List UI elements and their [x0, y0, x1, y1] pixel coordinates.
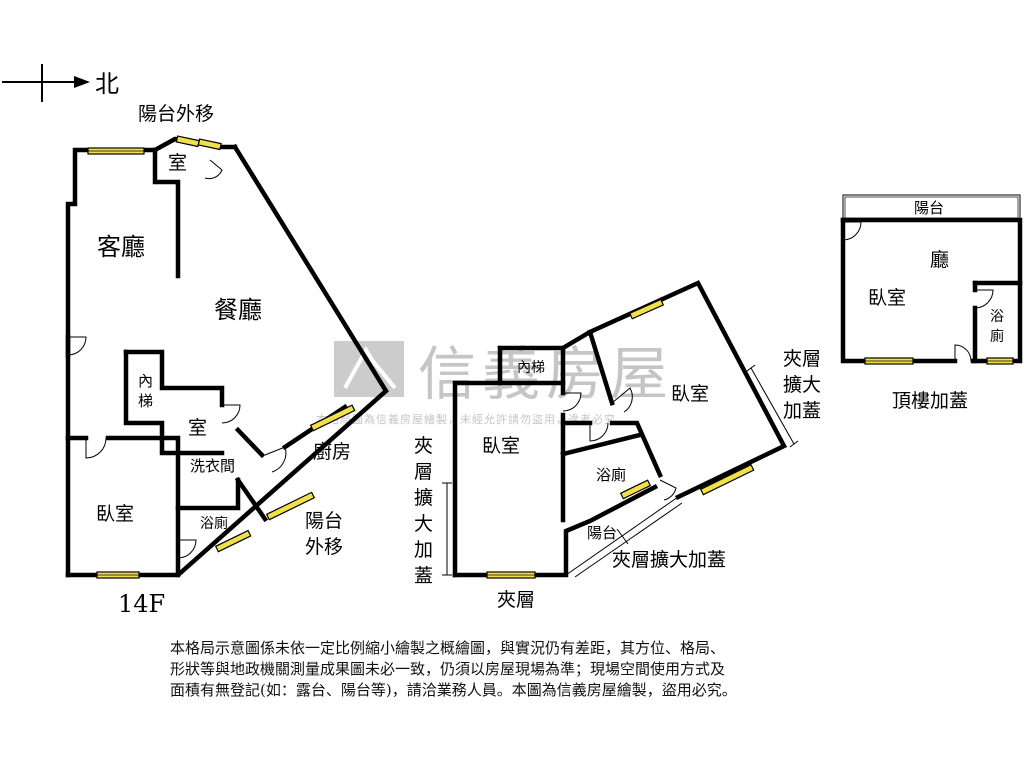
window: [87, 147, 145, 155]
disclaimer-line: 面積有無登記(如：露台、陽台等)，請洽業務人員。本圖為信義房屋繪製，盜用必究。: [170, 681, 737, 699]
window: [175, 135, 200, 148]
extension-bottom-label: 夾層擴大加蓋: [612, 549, 726, 571]
watermark-notice: 本格局圖為信義房屋繪製，未經允許請勿盜用，違者必究: [316, 412, 616, 426]
disclaimer-note: 本格局示意圖係未依一定比例縮小繪製之概繪圖，與實況仍有差距，其方位、格局、 形狀…: [170, 638, 870, 701]
mezzanine-caption: 夾層: [497, 589, 535, 611]
window: [986, 357, 1014, 365]
kitchen-label: 廚房: [313, 440, 351, 463]
bedroom-left-label: 臥室: [482, 435, 520, 457]
balcony-edge: [574, 502, 683, 578]
laundry-label: 洗衣間: [190, 457, 235, 475]
svg-text:夾: 夾: [414, 435, 433, 457]
svg-text:加蓋: 加蓋: [783, 400, 821, 422]
wall: [105, 435, 181, 578]
svg-text:擴大: 擴大: [783, 374, 821, 396]
room-label: 室: [188, 417, 207, 439]
door: [954, 344, 972, 362]
disclaimer-line: 形狀等與地政機關測量成果圖未必一致，仍須以房屋現場為準；現場空間使用方式及: [170, 660, 726, 678]
wall: [587, 329, 615, 406]
inner-stair-label-1: 內: [138, 372, 153, 390]
inner-stair-label: 內梯: [517, 360, 545, 376]
bedroom-right-label: 臥室: [671, 383, 709, 405]
door: [204, 159, 223, 180]
window: [197, 138, 222, 151]
north-label: 北: [95, 70, 119, 98]
wall: [609, 420, 663, 478]
svg-text:層: 層: [414, 461, 433, 483]
svg-text:夾層: 夾層: [783, 348, 821, 370]
wall: [840, 217, 958, 364]
window: [699, 463, 755, 496]
svg-text:大: 大: [414, 513, 433, 535]
watermark-brand: 信義房屋: [418, 340, 674, 408]
door: [221, 404, 241, 424]
hall-label: 廳: [930, 249, 949, 271]
north-arrow: 北: [2, 64, 119, 102]
bathroom-label-2: 廁: [990, 328, 1004, 345]
door: [264, 446, 287, 473]
window: [96, 571, 140, 579]
watermark: 信義房屋 本格局圖為信義房屋繪製，未經允許請勿盜用，違者必究: [316, 340, 674, 426]
dimension-line: [442, 482, 452, 576]
door: [177, 539, 197, 559]
window: [628, 298, 665, 320]
dining-room-label: 餐廳: [214, 296, 262, 324]
balcony-label: 陽台: [914, 199, 944, 217]
door: [589, 422, 609, 442]
wall: [234, 476, 269, 523]
rooftop-caption: 頂樓加蓋: [892, 390, 968, 412]
leader-line: [616, 528, 629, 545]
extension-vertical-right-label: 夾層 擴大 加蓋: [783, 348, 821, 422]
window: [486, 571, 536, 579]
floor-14f-plan: 陽台外移 室 客廳 餐廳 內 梯 室 洗衣間 廚房 臥室 浴廁 陽台 外移 14…: [65, 103, 389, 618]
living-room-label: 客廳: [97, 233, 145, 261]
window: [265, 491, 316, 521]
dimension-line: [746, 364, 799, 448]
door: [974, 289, 994, 309]
wall: [452, 280, 788, 578]
small-room-top-label: 室: [168, 152, 187, 174]
wall: [152, 147, 181, 279]
bedroom-label: 臥室: [868, 287, 906, 309]
window: [619, 479, 652, 500]
door: [842, 221, 862, 241]
disclaimer-line: 本格局示意圖係未依一定比例縮小繪製之概繪圖，與實況仍有差距，其方位、格局、: [170, 639, 726, 657]
door: [244, 439, 263, 456]
door: [562, 392, 582, 412]
window: [309, 404, 356, 432]
floor-14f-caption: 14F: [118, 590, 165, 618]
rooftop-plan: 陽台 廳 臥室 浴 廁 頂樓加蓋: [840, 194, 1023, 412]
bathroom-label: 浴廁: [596, 466, 626, 484]
window: [864, 357, 914, 365]
door: [659, 479, 677, 501]
mezzanine-plan: 內梯 臥室 臥室 浴廁 陽台 夾層擴大加蓋 夾層 夾 層 擴 大 加 蓋 夾層 …: [414, 280, 821, 611]
balcony-move-top-label: 陽台外移: [138, 103, 214, 125]
balcony-label: 陽台: [587, 524, 617, 542]
window: [214, 529, 252, 553]
balcony-move-side-label-1: 陽台: [305, 510, 343, 532]
wall: [497, 345, 566, 386]
wall: [175, 477, 241, 511]
wall: [560, 432, 643, 457]
svg-text:加: 加: [414, 539, 433, 561]
extension-vertical-left-label: 夾 層 擴 大 加 蓋: [414, 435, 433, 587]
door: [611, 387, 633, 413]
bathroom-label-1: 浴: [990, 309, 1004, 325]
bathroom-label: 浴廁: [200, 515, 228, 532]
door: [67, 336, 87, 356]
door: [85, 437, 107, 459]
inner-stair-label-2: 梯: [138, 392, 153, 410]
balcony-move-side-label-2: 外移: [305, 536, 343, 558]
bedroom-label: 臥室: [96, 503, 134, 525]
wall: [123, 349, 225, 408]
wall: [123, 349, 225, 456]
svg-text:蓋: 蓋: [414, 565, 433, 587]
svg-text:擴: 擴: [414, 487, 433, 509]
